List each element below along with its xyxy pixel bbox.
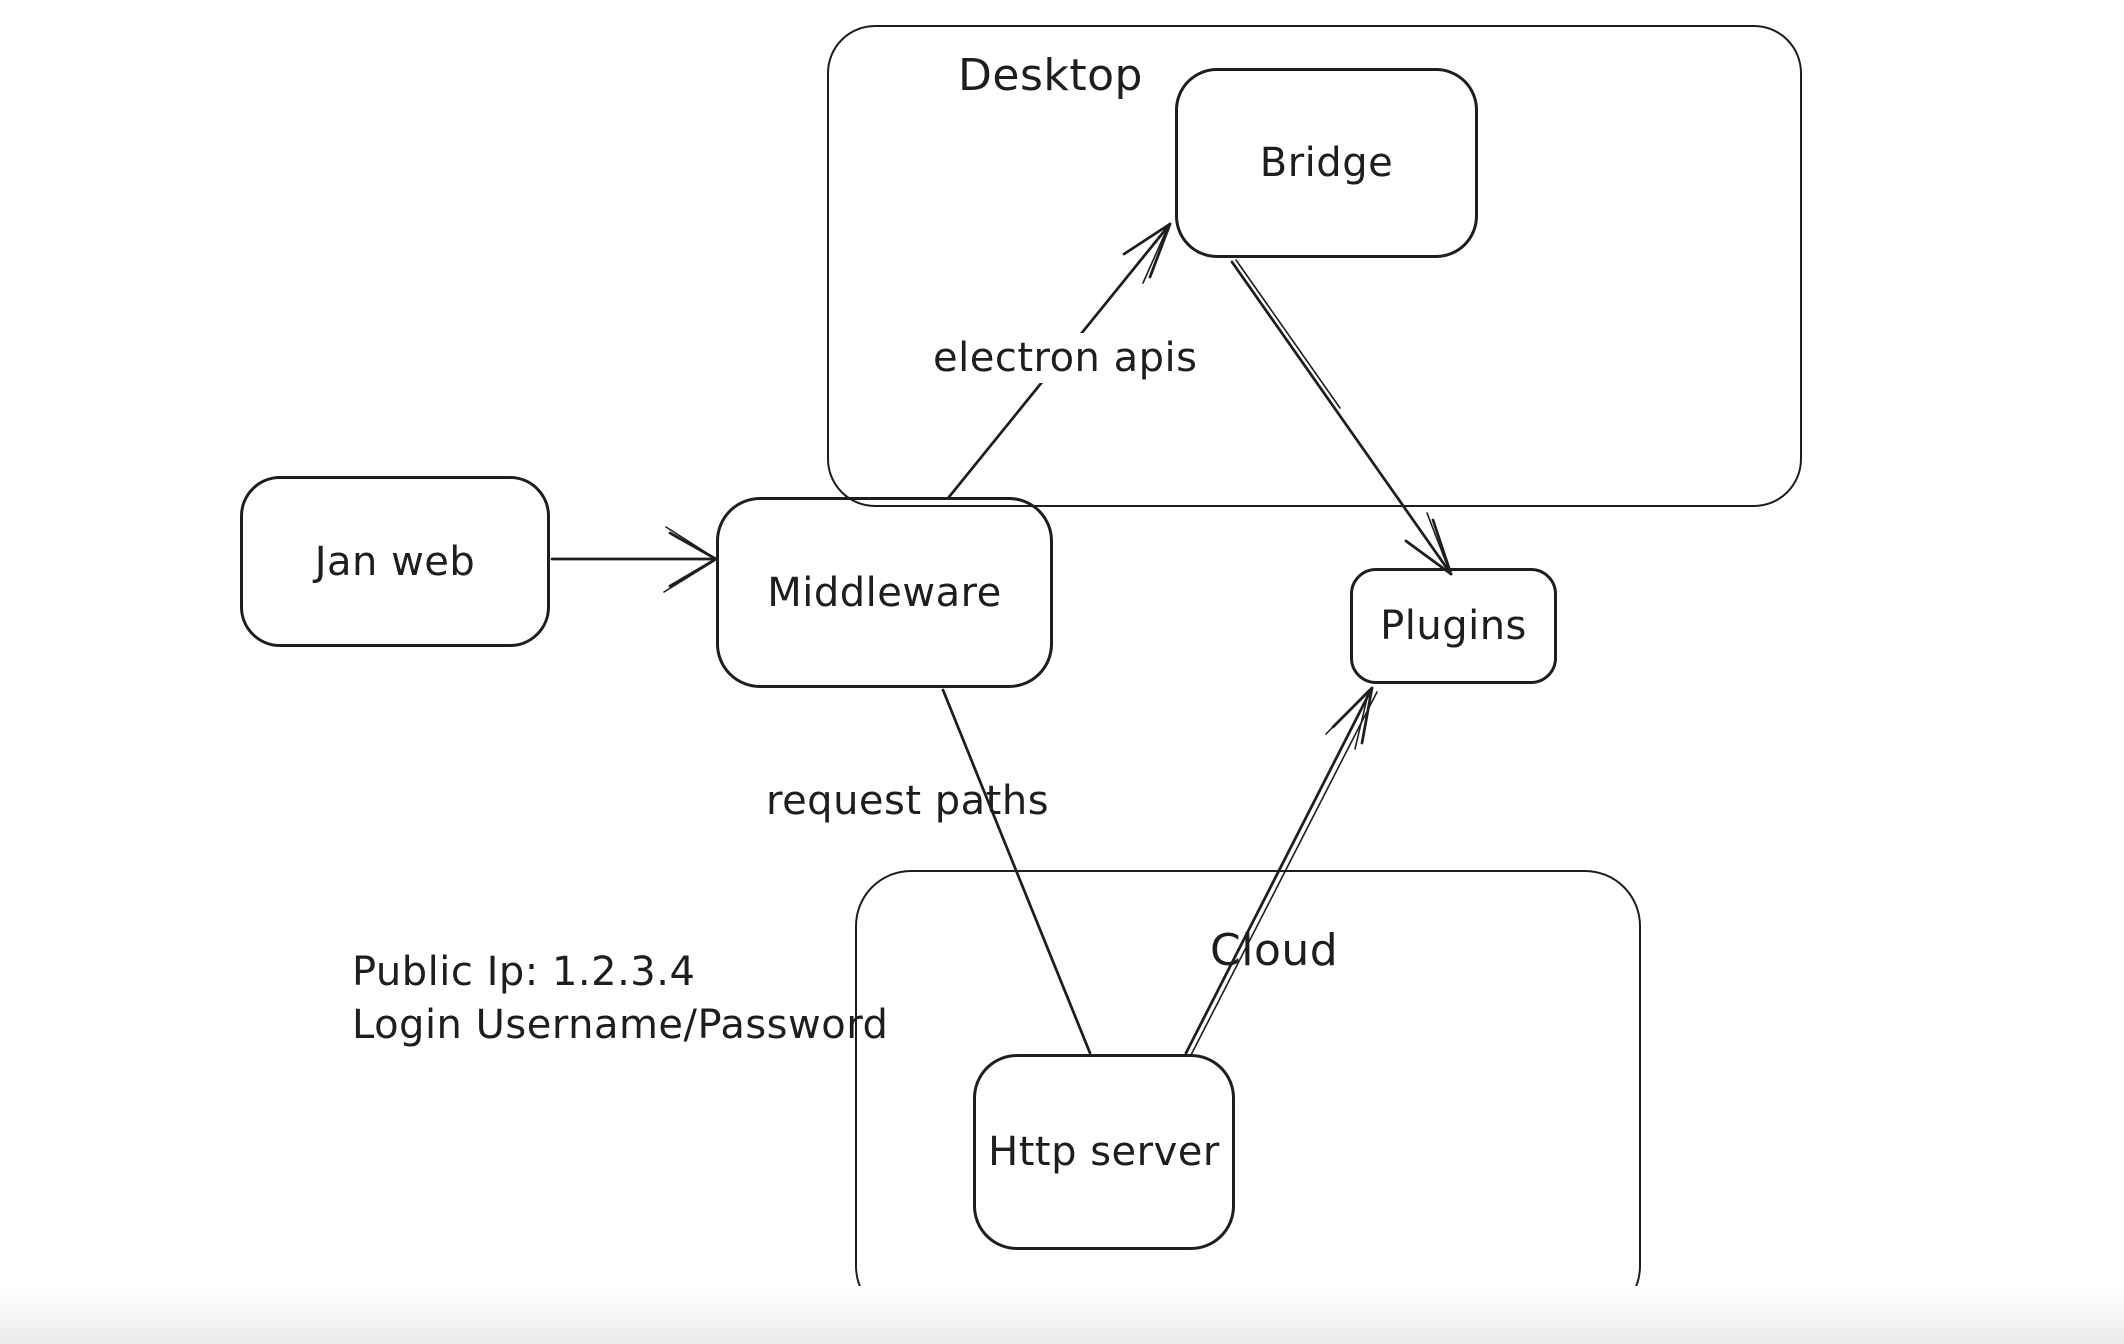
node-http-server-label: Http server — [988, 1129, 1220, 1175]
node-bridge-label: Bridge — [1259, 140, 1394, 186]
annotation-credentials: Public Ip: 1.2.3.4 Login Username/Passwo… — [352, 946, 888, 1052]
annotation-login: Login Username/Password — [352, 1002, 889, 1048]
bottom-fade-strip — [0, 1286, 2124, 1344]
annotation-public-ip: Public Ip: 1.2.3.4 — [352, 949, 696, 995]
node-jan-web-label: Jan web — [314, 538, 476, 585]
edge-label-electron-apis: electron apis — [923, 333, 1208, 383]
node-http-server: Http server — [973, 1054, 1235, 1250]
edge-label-request-paths: request paths — [766, 778, 1050, 824]
desktop-container-label: Desktop — [958, 50, 1143, 101]
node-middleware: Middleware — [716, 497, 1053, 688]
node-bridge: Bridge — [1175, 68, 1478, 258]
cloud-container-label: Cloud — [1210, 925, 1339, 976]
node-plugins: Plugins — [1350, 568, 1557, 684]
node-jan-web: Jan web — [240, 476, 550, 647]
edge-jan-web-to-middleware — [550, 526, 718, 593]
node-middleware-label: Middleware — [767, 569, 1002, 616]
node-plugins-label: Plugins — [1380, 603, 1527, 649]
